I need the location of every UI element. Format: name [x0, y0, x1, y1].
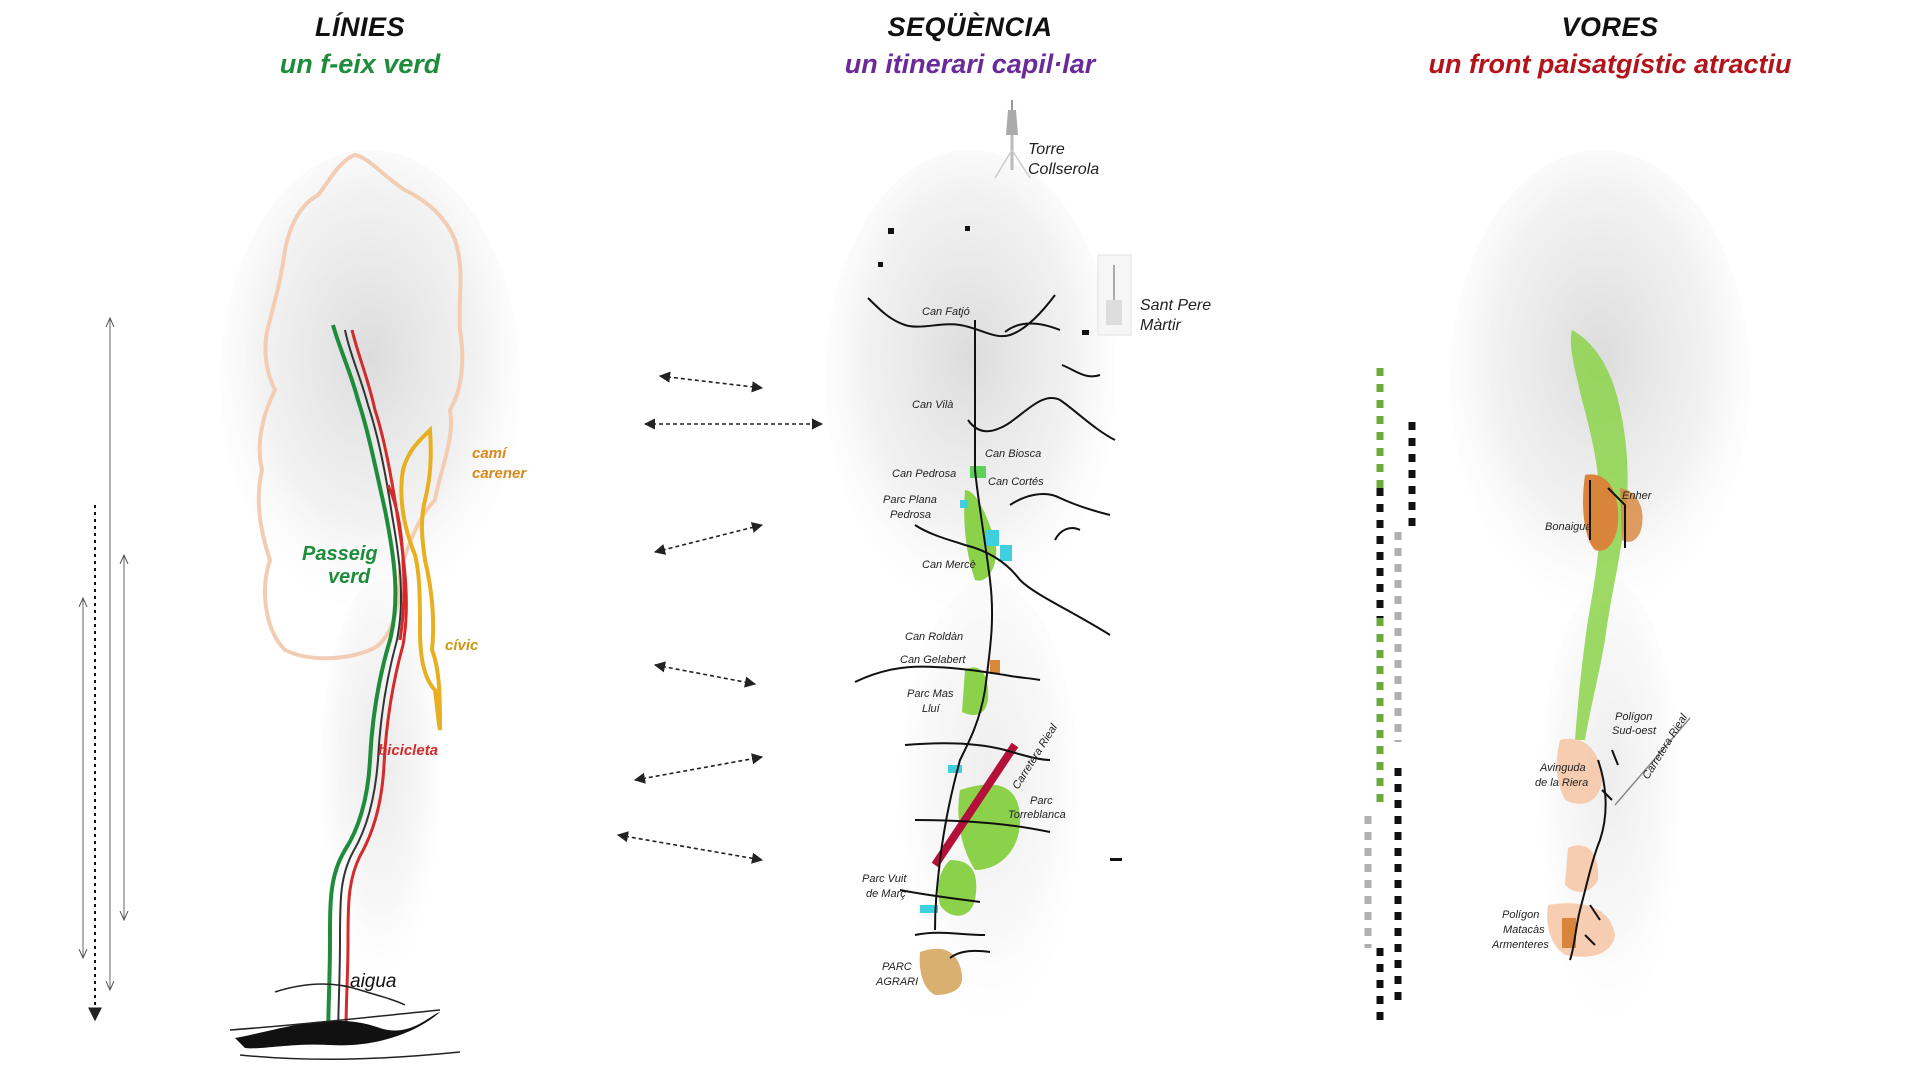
label-avinguda2: de la Riera: [1535, 777, 1588, 789]
label-bicicleta: bicicleta: [378, 742, 438, 759]
label-parcplana1: Parc Plana: [883, 494, 937, 506]
label-merce: Can Mercè: [922, 559, 976, 571]
sequence-roads: [854, 294, 1116, 959]
sequence-zones: [919, 466, 1020, 995]
label-parcplana2: Pedrosa: [890, 509, 931, 521]
sequence-subtitle: un itinerari capil·lar: [844, 49, 1096, 79]
connector-arrows: [616, 371, 824, 864]
label-masllui2: Lluí: [922, 703, 941, 715]
label-matacas3: Armenteres: [1491, 939, 1549, 951]
edges-peach-mid: [1565, 845, 1599, 892]
vores-dotted-legend: [1364, 368, 1416, 1022]
label-torre2: Collserola: [1028, 161, 1099, 178]
label-vuitmarc2: de Març: [866, 888, 906, 900]
label-avinguda1: Avinguda: [1539, 762, 1586, 774]
label-torreblanca2: Torreblanca: [1008, 809, 1066, 821]
torre-collserola-icon: [994, 100, 1031, 179]
lines-title: LÍNIES: [314, 12, 405, 42]
label-cortes: Can Cortés: [988, 476, 1044, 488]
sequence-heading: SEQÜÈNCIA un itinerari capil·lar: [780, 12, 1160, 80]
edges-heading: VORES un front paisatgístic atractiu: [1390, 12, 1830, 80]
label-gelabert: Can Gelabert: [900, 654, 966, 666]
label-biosca: Can Biosca: [985, 448, 1041, 460]
label-matacas1: Polígon: [1502, 909, 1539, 921]
edges-orange-matacas: [1562, 918, 1576, 948]
lines-heading: LÍNIES un f-eix verd: [200, 12, 520, 80]
watershed-boundary: [256, 152, 465, 661]
edges-map: Enher Bonaigua Polígon Sud-oest Avinguda…: [1450, 150, 1750, 1020]
cami-carener-line: [399, 425, 442, 731]
label-vila: Can Vilà: [912, 399, 953, 411]
water-line: [235, 1012, 440, 1049]
label-poligon1: Polígon: [1615, 711, 1652, 723]
lines-map: camí carener Passeig verd cívic biciclet…: [83, 150, 527, 1061]
edges-orange-bonaigua: [1583, 474, 1619, 551]
label-pedrosa: Can Pedrosa: [892, 468, 956, 480]
label-agrari1: PARC: [882, 961, 912, 973]
edges-peach-avinguda: [1556, 738, 1602, 804]
label-verd: verd: [328, 566, 371, 588]
water-sketch: [229, 983, 461, 1061]
label-fatjo: Can Fatjó: [922, 306, 970, 318]
edges-green-corridor: [1570, 330, 1628, 740]
label-poligon2: Sud-oest: [1612, 725, 1657, 737]
sequence-small-marks: [878, 226, 1122, 861]
passeig-verd-line: [326, 324, 398, 1046]
label-vuitmarc1: Parc Vuit: [862, 873, 907, 885]
edges-subtitle: un front paisatgístic atractiu: [1428, 49, 1792, 79]
label-sant1: Sant Pere: [1140, 297, 1211, 314]
label-torreblanca1: Parc: [1030, 795, 1053, 807]
edges-title: VORES: [1561, 12, 1659, 42]
bicicleta-loop: [386, 484, 406, 641]
lines-terrain: [220, 150, 520, 980]
edges-carretera-line: [1614, 717, 1691, 806]
lines-subtitle: un f-eix verd: [279, 49, 441, 79]
label-aigua: aigua: [350, 971, 397, 992]
label-enher: Enher: [1622, 490, 1653, 502]
label-bonaigua: Bonaigua: [1545, 521, 1592, 533]
label-sant2: Màrtir: [1140, 317, 1182, 334]
sant-pere-icon: [1097, 254, 1132, 336]
sequence-title: SEQÜÈNCIA: [887, 12, 1053, 42]
label-passeig: Passeig: [302, 543, 378, 565]
label-agrari2: AGRARI: [875, 976, 918, 988]
label-matacas2: Matacàs: [1503, 924, 1545, 936]
bicicleta-line: [344, 329, 408, 1031]
label-torre1: Torre: [1028, 141, 1065, 158]
label-cami: camí: [472, 445, 508, 462]
passeig-verd-inner: [337, 329, 403, 1046]
sequence-map: Torre Collserola Sant Pere Màrtir: [825, 100, 1211, 1020]
label-roldan: Can Roldàn: [905, 631, 963, 643]
label-civic: cívic: [445, 637, 479, 654]
label-masllui1: Parc Mas: [907, 688, 954, 700]
lines-extent-arrows: [83, 318, 124, 1022]
edges-black-lines: [1569, 480, 1626, 961]
label-carener: carener: [472, 465, 527, 482]
